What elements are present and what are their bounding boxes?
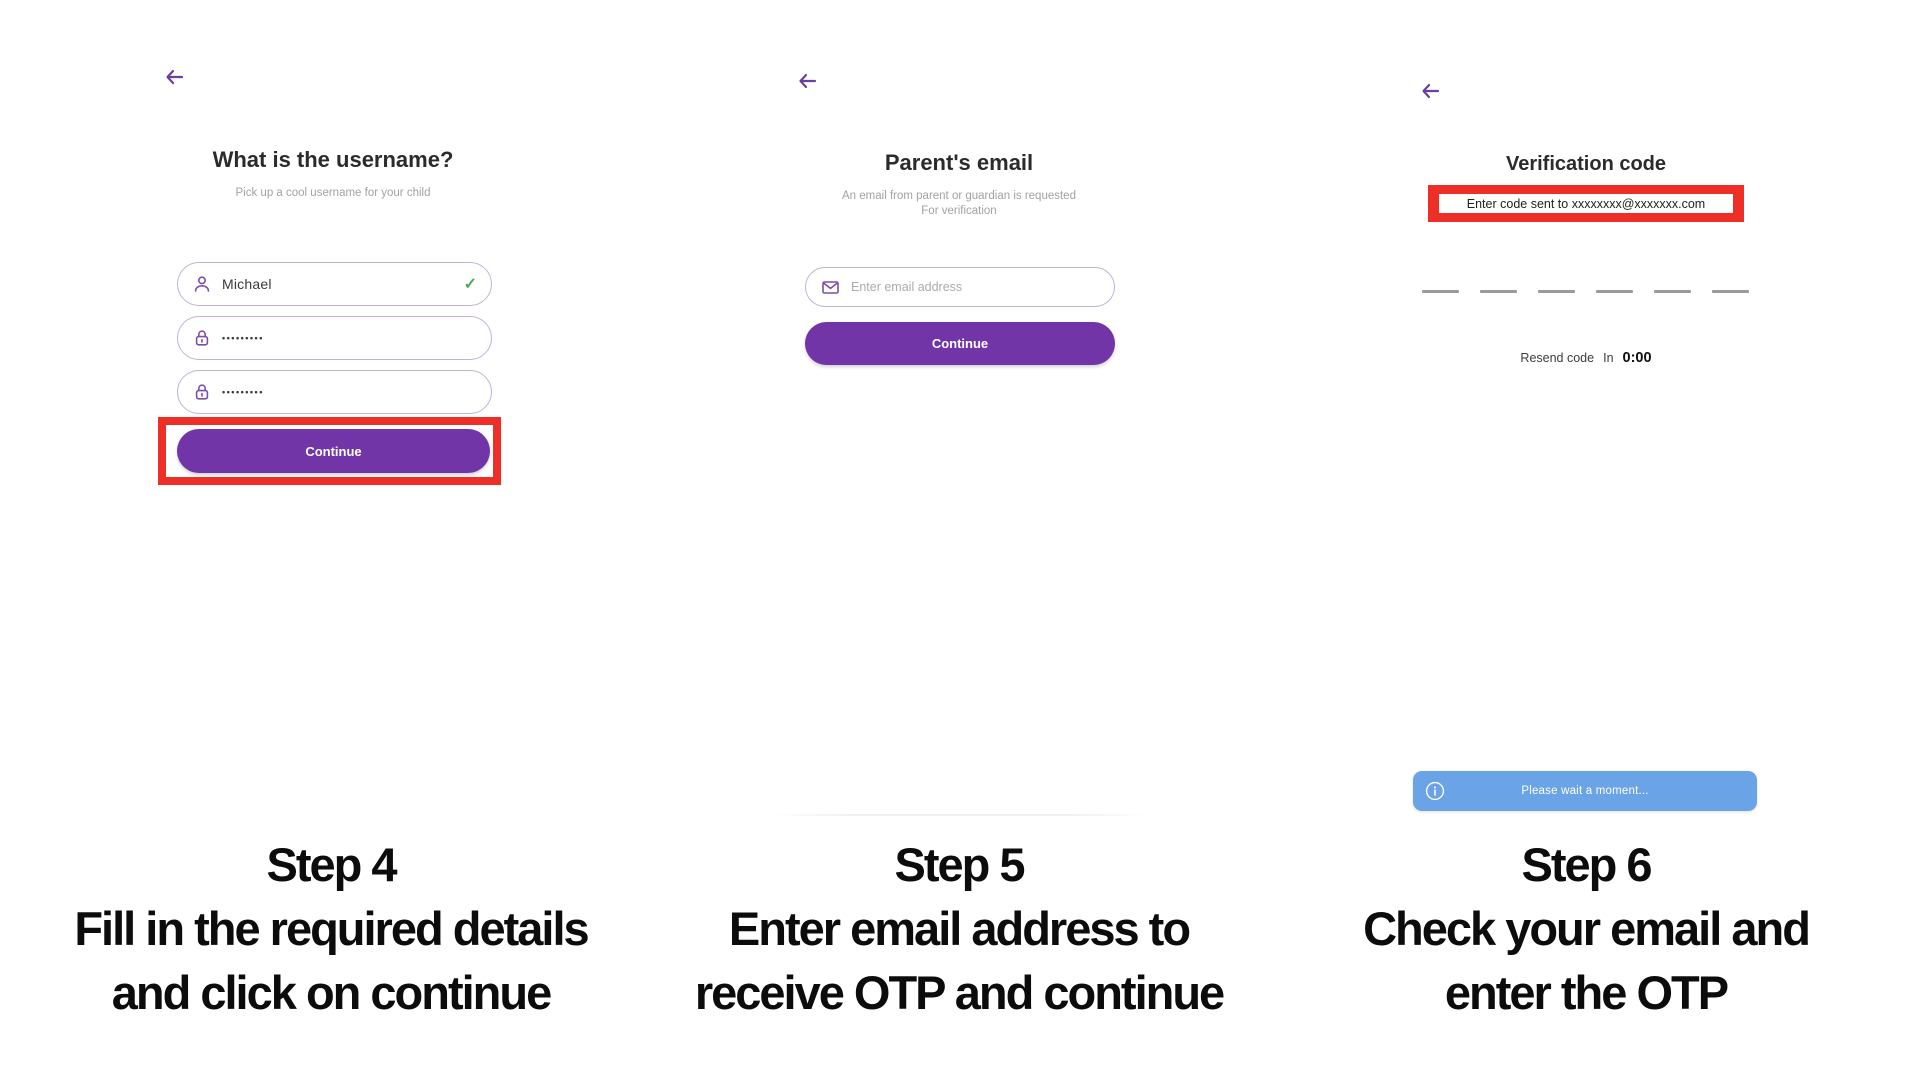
password-field[interactable]: ••••••••• (177, 316, 492, 360)
caption-line: Enter email address to (728, 902, 1191, 955)
email-placeholder: Enter email address (851, 280, 963, 294)
caption-step-5: Step 5 Enter email address to receive OT… (639, 833, 1279, 1025)
caption-step-4: Step 4 Fill in the required details and … (11, 833, 651, 1025)
confirm-password-value: ••••••••• (222, 387, 264, 397)
toast-message: Please wait a moment... (1521, 785, 1649, 797)
back-arrow-icon (166, 69, 184, 85)
info-icon (1424, 780, 1446, 802)
otp-input-row (1422, 290, 1749, 293)
confirm-password-field[interactable]: ••••••••• (177, 370, 492, 414)
valid-check-icon: ✓ (463, 276, 477, 293)
resend-in-label: In (1603, 351, 1614, 365)
back-button[interactable] (793, 66, 823, 96)
subtitle-line-2: For verification (921, 205, 997, 217)
screenshot-bottom-edge (772, 814, 1147, 816)
password-value: ••••••••• (222, 333, 264, 343)
page-title: Parent's email (884, 150, 1034, 175)
caption-line: Check your email and (1363, 902, 1811, 955)
resend-row: Resend code In 0:00 (1376, 350, 1796, 366)
otp-slot[interactable] (1538, 290, 1575, 293)
username-field[interactable]: Michael ✓ (177, 262, 492, 306)
page-title: Verification code (1505, 153, 1667, 175)
caption-line: enter the OTP (1444, 966, 1729, 1019)
caption-line: Fill in the required details (74, 902, 589, 955)
email-field[interactable]: Enter email address (805, 267, 1115, 307)
lock-icon (192, 328, 212, 348)
resend-timer: 0:00 (1622, 350, 1652, 366)
continue-button[interactable]: Continue (805, 322, 1115, 365)
page-subtitle: Pick up a cool username for your child (235, 187, 431, 199)
back-button[interactable] (160, 62, 190, 92)
subtitle-line-1: An email from parent or guardian is requ… (842, 190, 1076, 202)
resend-code-button[interactable]: Resend code (1520, 351, 1595, 365)
caption-line: and click on continue (111, 966, 553, 1019)
envelope-icon (820, 277, 841, 298)
username-value: Michael (222, 276, 272, 292)
caption-line: receive OTP and continue (694, 966, 1225, 1019)
page-title: What is the username? (212, 147, 454, 172)
page-subtitle: An email from parent or guardian is requ… (749, 189, 1169, 219)
lock-icon (192, 382, 212, 402)
otp-slot[interactable] (1712, 290, 1749, 293)
code-sent-text: Enter code sent to xxxxxxxx@xxxxxxx.com (1439, 194, 1733, 213)
step-label: Step 4 (266, 838, 397, 891)
otp-slot[interactable] (1422, 290, 1459, 293)
otp-slot[interactable] (1596, 290, 1633, 293)
wait-toast: Please wait a moment... (1413, 771, 1757, 811)
back-arrow-icon (1422, 83, 1440, 99)
user-icon (192, 274, 212, 294)
back-arrow-icon (799, 73, 817, 89)
step-label: Step 5 (894, 838, 1025, 891)
back-button[interactable] (1416, 76, 1446, 106)
otp-slot[interactable] (1480, 290, 1517, 293)
otp-slot[interactable] (1654, 290, 1691, 293)
continue-button[interactable]: Continue (177, 429, 490, 473)
highlight-box-sent-to: Enter code sent to xxxxxxxx@xxxxxxx.com (1428, 185, 1744, 222)
caption-step-6: Step 6 Check your email and enter the OT… (1266, 833, 1906, 1025)
step-label: Step 6 (1521, 838, 1652, 891)
highlight-box-continue (158, 417, 501, 485)
